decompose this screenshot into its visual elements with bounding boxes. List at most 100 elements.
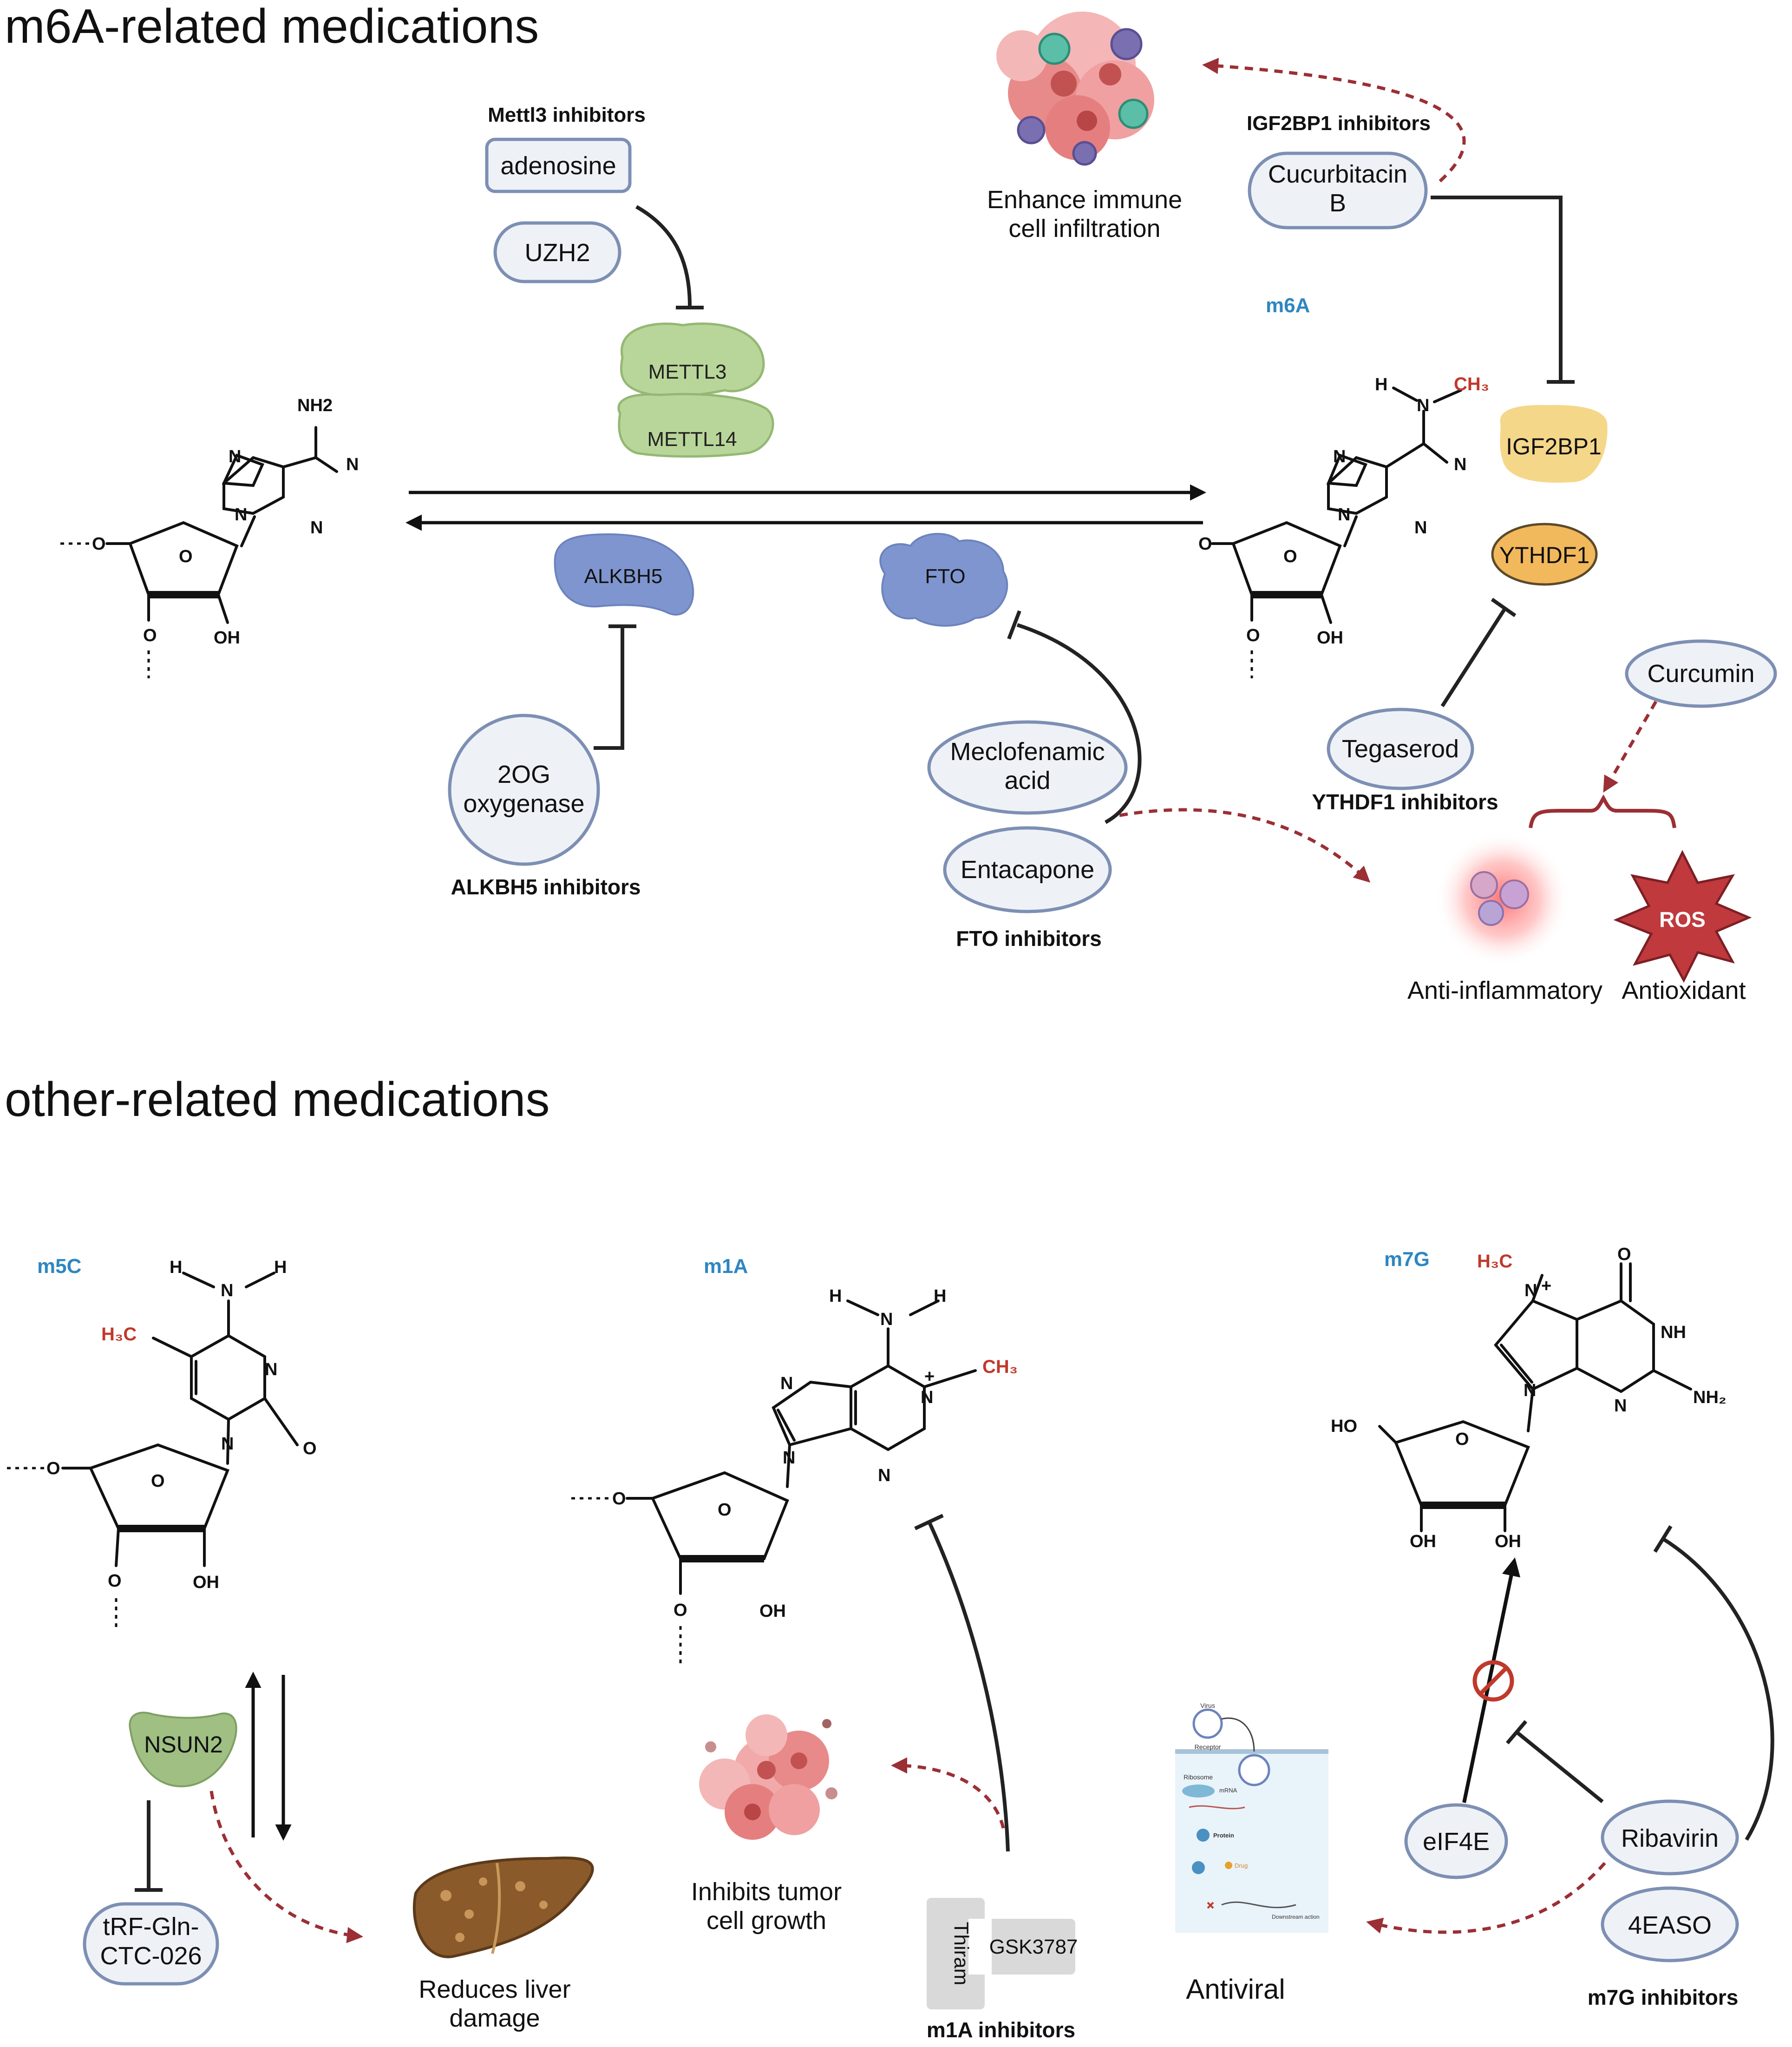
m6a-section-title: m6A-related medications xyxy=(5,0,539,53)
other-section-title: other-related medications xyxy=(5,1073,550,1127)
cucurbitacin-immune-arrow xyxy=(1202,58,1466,183)
atom-h: H xyxy=(1375,375,1387,394)
eif4e-node: eIF4E xyxy=(1404,1803,1508,1879)
entacapone-label: Entacapone xyxy=(961,856,1094,884)
atom-n: N xyxy=(221,1281,233,1300)
atom-n: N xyxy=(229,447,241,466)
nsun2-label: NSUN2 xyxy=(144,1732,222,1758)
ythdf1-protein: YTHDF1 xyxy=(1491,523,1598,586)
atom-plus: + xyxy=(1541,1276,1551,1296)
m7g-inhibition-arrow xyxy=(1661,1537,1774,1841)
atom-n: N xyxy=(1524,1281,1537,1300)
entacapone-drug: Entacapone xyxy=(943,826,1112,913)
alkbh5-inhibitors-label: ALKBH5 inhibitors xyxy=(451,875,641,899)
atom-oh: OH xyxy=(1495,1532,1521,1551)
atom-nh2: NH2 xyxy=(297,396,333,415)
m6a-modification-label: m6A xyxy=(1266,294,1310,317)
ros-label: ROS xyxy=(1659,907,1706,932)
alkbh5-protein: ALKBH5 xyxy=(554,533,694,616)
atom-n: N xyxy=(880,1310,893,1329)
liver-line1: Reduces liver xyxy=(419,1975,570,2003)
uzh2-label: UZH2 xyxy=(524,239,590,267)
mettl3-protein: METTL3 xyxy=(620,322,765,397)
adenosine-drug: adenosine xyxy=(485,138,632,193)
atom-o: O xyxy=(151,1471,165,1491)
4easo-drug: 4EASO xyxy=(1601,1886,1739,1962)
liver-image xyxy=(412,1856,594,1958)
alkbh5-inhibition-line xyxy=(594,627,624,750)
atom-o: O xyxy=(1283,547,1297,566)
m1a-tumor-arrow xyxy=(891,1757,1005,1829)
igf2bp1-inhibitors-label: IGF2BP1 inhibitors xyxy=(1247,112,1431,135)
mettl3-inhibitors-label: Mettl3 inhibitors xyxy=(488,104,646,126)
thiram-gsk3787-drugs: Thiram GSK3787 xyxy=(927,1898,1078,2009)
cucurbitacin-label: Cucurbitacin xyxy=(1268,160,1407,188)
atom-oh: OH xyxy=(1317,628,1343,648)
immune-cell-cluster-image xyxy=(996,12,1154,166)
no-symbol-icon xyxy=(1472,1660,1514,1702)
curcumin-drug: Curcumin xyxy=(1625,639,1777,708)
atom-h: H xyxy=(274,1258,287,1277)
atom-n: N xyxy=(1414,518,1427,538)
curcumin-label: Curcumin xyxy=(1647,660,1754,688)
atom-n: N xyxy=(783,1448,795,1468)
anti-inflammatory-image xyxy=(1435,832,1570,966)
atom-h3c: H₃C xyxy=(1477,1251,1512,1272)
atom-n: N xyxy=(1614,1396,1627,1416)
atom-h: H xyxy=(934,1286,946,1306)
atom-n: N xyxy=(1333,447,1346,466)
m7g-inhibitors-label: m7G inhibitors xyxy=(1588,1985,1739,2009)
ribavirin-eif4e-inhibition xyxy=(1515,1730,1604,1804)
igf2bp1-inhibition-line xyxy=(1431,196,1563,381)
atom-o: O xyxy=(1617,1245,1631,1264)
atom-o: O xyxy=(108,1571,122,1591)
atom-ho: HO xyxy=(1331,1417,1357,1436)
atom-n: N xyxy=(346,455,359,474)
atom-oh: OH xyxy=(759,1601,786,1621)
ros-starburst-image: ROS xyxy=(1613,850,1752,983)
atom-oh: OH xyxy=(214,628,240,648)
antiviral-label: Antiviral xyxy=(1186,1974,1285,2005)
uzh2-drug: UZH2 xyxy=(493,221,621,283)
ythdf1-inhibitors-label: YTHDF1 inhibitors xyxy=(1312,790,1498,814)
mettl3-inhibition-arrow xyxy=(635,205,692,306)
adenosine-structure: NH2 N N N N O O O OH xyxy=(60,396,359,678)
anti-inflammatory-label: Anti-inflammatory xyxy=(1407,977,1602,1004)
atom-o: O xyxy=(612,1489,626,1509)
ythdf1-inhibition-line xyxy=(1440,607,1507,708)
atom-h: H xyxy=(170,1258,182,1277)
2og-label: 2OG xyxy=(497,761,550,788)
ribavirin-drug: Ribavirin xyxy=(1601,1799,1739,1876)
atom-n: N xyxy=(1338,505,1350,525)
igf2bp1-protein: IGF2BP1 xyxy=(1500,405,1608,483)
atom-n: N xyxy=(921,1388,933,1407)
m7g-structure: H₃C N + O NH NH₂ N N HO O OH OH xyxy=(1331,1245,1727,1551)
meclofenamic-acid-drug: Meclofenamic acid xyxy=(927,720,1128,815)
atom-o: O xyxy=(46,1459,60,1478)
trf-line2: CTC-026 xyxy=(100,1942,202,1970)
atom-oh: OH xyxy=(1410,1532,1436,1551)
atom-o: O xyxy=(1455,1430,1469,1449)
immune-line1: Enhance immune xyxy=(987,186,1182,214)
adenosine-label: adenosine xyxy=(500,152,616,180)
mettl14-protein: METTL14 xyxy=(617,393,774,458)
eif4e-arrow xyxy=(1462,1557,1521,1803)
atom-n: N xyxy=(1454,455,1466,474)
atom-o: O xyxy=(1198,534,1212,554)
m5c-structure: H N H H₃C N N O O O O OH xyxy=(7,1258,317,1631)
ribosome-text: Ribosome xyxy=(1184,1773,1213,1781)
atom-o: O xyxy=(179,547,193,566)
atom-o: O xyxy=(674,1601,687,1620)
alkbh5-label: ALKBH5 xyxy=(584,565,663,588)
igf2bp1-label: IGF2BP1 xyxy=(1506,433,1602,459)
fto-label: FTO xyxy=(925,565,965,588)
receptor-text: Receptor xyxy=(1195,1743,1221,1751)
ribavirin-label: Ribavirin xyxy=(1621,1824,1719,1852)
atom-ch3: CH₃ xyxy=(982,1357,1018,1377)
4easo-label: 4EASO xyxy=(1628,1911,1712,1939)
tumor-cell-image xyxy=(699,1714,837,1840)
immune-line2: cell infiltration xyxy=(1008,215,1160,243)
m1a-inhibitors-label: m1A inhibitors xyxy=(927,2018,1075,2042)
mettl14-label: METTL14 xyxy=(647,428,737,451)
antiviral-image: Virus Receptor Ribosome mRNA Protein Dru… xyxy=(1175,1702,1328,1933)
